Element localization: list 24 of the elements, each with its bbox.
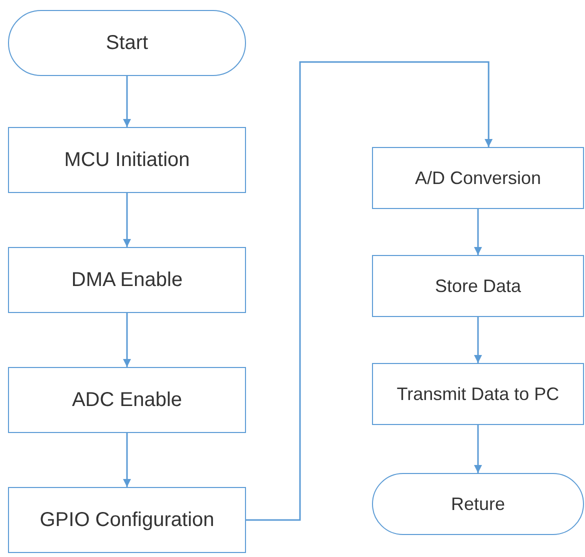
- process-box: [8, 127, 246, 193]
- arrow: [123, 433, 131, 487]
- arrow: [123, 193, 131, 247]
- node-label: A/D Conversion: [414, 168, 542, 188]
- node-label: Store Data: [434, 276, 522, 296]
- process-box: [372, 147, 584, 209]
- arrow: [123, 313, 131, 367]
- node-label: GPIO Configuration: [40, 508, 214, 532]
- node-label: MCU Initiation: [64, 148, 190, 172]
- node-label: ADC Enable: [72, 388, 182, 412]
- node-label: Reture: [450, 494, 506, 514]
- process-box: [8, 367, 246, 433]
- node-label: Start: [106, 32, 148, 54]
- arrow: [246, 61, 493, 521]
- process-box: [8, 247, 246, 313]
- node-label: DMA Enable: [71, 268, 183, 292]
- arrow: [474, 317, 482, 363]
- arrow: [474, 209, 482, 255]
- arrow: [123, 76, 131, 127]
- arrow: [474, 425, 482, 473]
- process-box: [8, 487, 246, 553]
- node-label: Transmit Data to PC: [396, 384, 560, 404]
- process-box: [372, 363, 584, 425]
- process-box: [372, 255, 584, 317]
